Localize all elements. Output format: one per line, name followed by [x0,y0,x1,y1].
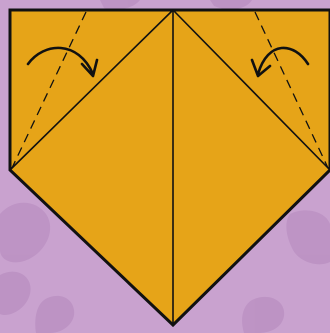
origami-fold-diagram [0,0,330,333]
